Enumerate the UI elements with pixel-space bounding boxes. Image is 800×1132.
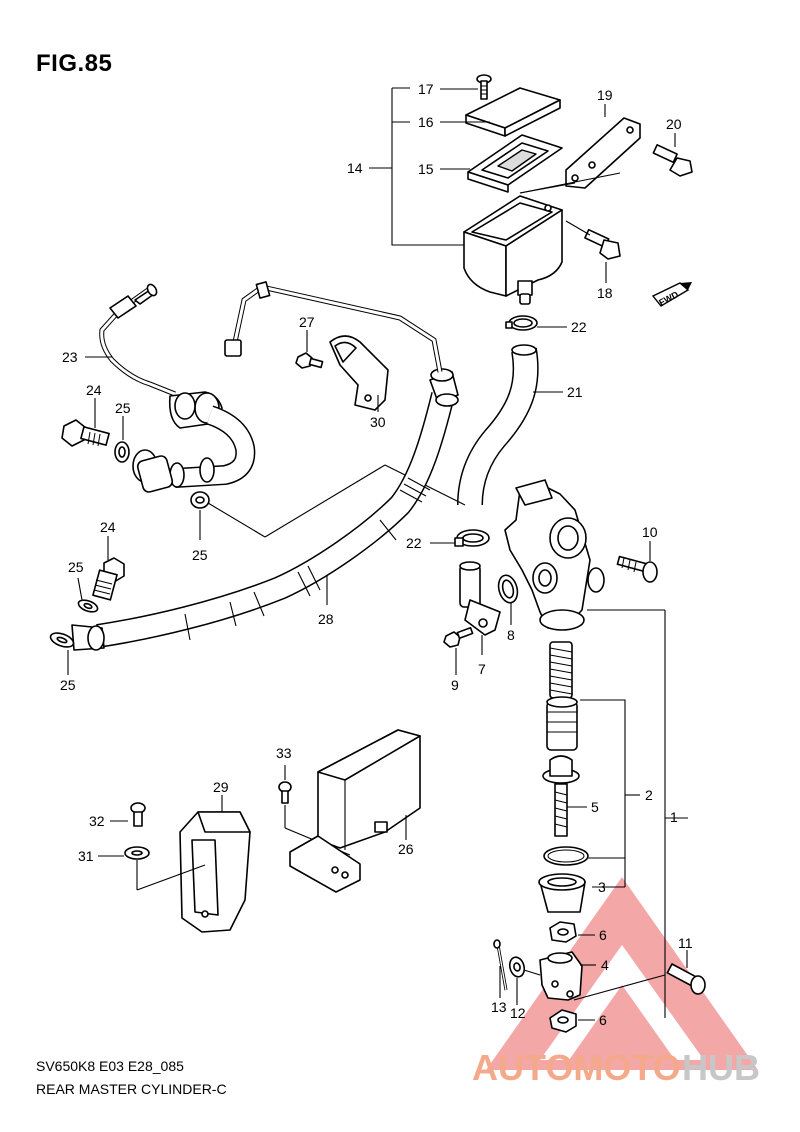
callout-24-lower: 24 — [100, 519, 116, 535]
callout-22-upper: 22 — [571, 319, 587, 335]
callout-9: 9 — [451, 677, 459, 693]
clevis-pin-part-11 — [666, 963, 706, 995]
callout-19: 19 — [597, 87, 613, 103]
reservoir-hose-part-21 — [457, 344, 539, 506]
piston-part — [546, 696, 578, 751]
callout-5: 5 — [591, 799, 599, 815]
screw-part-32 — [130, 802, 146, 827]
callout-2: 2 — [645, 787, 653, 803]
callout-30: 30 — [370, 414, 386, 430]
callout-14: 14 — [347, 160, 363, 176]
guard-part-29 — [179, 811, 251, 933]
cotter-pin-part-13 — [493, 939, 508, 991]
callout-16: 16 — [418, 114, 434, 130]
callout-7: 7 — [478, 661, 486, 677]
figure-code: SV650K8 E03 E28_085 — [36, 1058, 184, 1074]
washer-part-31 — [124, 846, 150, 860]
brake-hose-part-28 — [71, 281, 459, 651]
callout-10: 10 — [642, 524, 658, 540]
callout-25-a: 25 — [115, 400, 131, 416]
callout-29: 29 — [213, 779, 229, 795]
watermark-word-1: AUTOMOTO — [472, 1047, 681, 1088]
callout-26: 26 — [398, 841, 414, 857]
callout-8: 8 — [507, 627, 515, 643]
screw-part-10 — [616, 555, 658, 583]
banjo-bolt-part-24-lower — [92, 557, 125, 601]
fwd-badge: FWD — [651, 282, 692, 308]
bolt-part-27 — [295, 352, 324, 369]
dust-boot-part-3 — [538, 873, 586, 913]
washer-part-25-d — [49, 632, 75, 648]
callout-17: 17 — [418, 81, 434, 97]
o-ring-part-8 — [497, 574, 519, 604]
callout-18: 18 — [597, 285, 613, 301]
callout-25-b: 25 — [192, 547, 208, 563]
callout-27: 27 — [299, 314, 315, 330]
callout-15: 15 — [418, 161, 434, 177]
banjo-bolt-part-24-upper — [61, 419, 110, 447]
callout-13: 13 — [491, 999, 507, 1015]
callout-22-lower: 22 — [406, 535, 422, 551]
hose-bracket-part-30 — [329, 335, 389, 411]
callout-11: 11 — [678, 935, 693, 951]
watermark-word-2: HUB — [682, 1047, 760, 1088]
callout-21: 21 — [567, 384, 583, 400]
clevis-part-4 — [539, 951, 583, 1001]
callout-12: 12 — [510, 1005, 526, 1021]
callout-1: 1 — [670, 809, 678, 825]
callout-28: 28 — [318, 611, 334, 627]
push-rod-part-5 — [542, 755, 580, 837]
callout-25-c: 25 — [68, 559, 84, 575]
diaphragm-part-15 — [467, 134, 563, 193]
callout-6-upper: 6 — [599, 927, 607, 943]
figure-title: FIG.85 — [36, 50, 113, 77]
screw-part-33 — [278, 781, 292, 804]
screw-part-9 — [443, 626, 474, 648]
reservoir-body-part-14 — [463, 195, 563, 305]
watermark-logo — [486, 877, 758, 1070]
callout-33: 33 — [276, 745, 292, 761]
callout-4: 4 — [601, 957, 609, 973]
brake-pipe-part-23 — [99, 283, 256, 493]
elbow-fitting-part-7 — [459, 561, 501, 636]
circlip-part — [543, 846, 589, 866]
callout-25-d: 25 — [60, 677, 76, 693]
washer-part-25-a — [114, 441, 130, 463]
bracket-plate-part-19 — [565, 117, 641, 189]
bolt-part-20 — [652, 144, 693, 177]
bolt-part-18 — [584, 228, 621, 260]
callout-labels: 1 2 3 4 5 6 6 7 8 9 10 11 12 13 14 15 16… — [60, 81, 693, 1028]
washer-part-12 — [508, 956, 526, 978]
hose-clamp-part-22-lower — [454, 529, 490, 547]
cover-part-26 — [289, 729, 421, 893]
leader-14-bracket — [391, 88, 465, 246]
callout-23: 23 — [62, 349, 78, 365]
nut-part-6-lower — [549, 1009, 577, 1033]
figure-name: REAR MASTER CYLINDER-C — [36, 1081, 227, 1097]
watermark-text: AUTOMOTO HUB — [472, 1047, 760, 1088]
washer-part-25-c — [77, 599, 99, 613]
nut-part-6-upper — [549, 921, 577, 943]
screw-part-17 — [476, 74, 492, 100]
leader-2-bracket — [580, 699, 626, 859]
callout-20: 20 — [666, 116, 682, 132]
master-cylinder-body — [504, 479, 605, 631]
callout-31: 31 — [78, 848, 94, 864]
callout-32: 32 — [89, 813, 105, 829]
reservoir-cap-part-16 — [465, 87, 561, 137]
hose-clamp-part-22-upper — [505, 315, 538, 331]
callout-24-upper: 24 — [86, 382, 102, 398]
callout-3: 3 — [598, 879, 606, 895]
washer-part-25-b — [190, 491, 210, 509]
callout-6-lower: 6 — [599, 1012, 607, 1028]
spring-part — [549, 641, 573, 699]
